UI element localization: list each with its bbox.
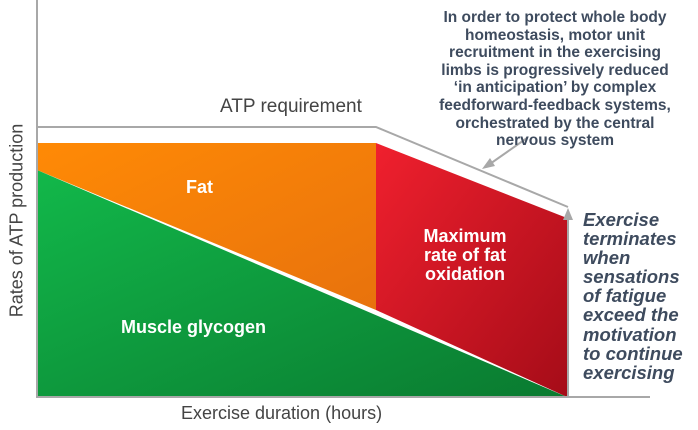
- fat-label: Fat: [186, 177, 213, 197]
- fat-region: [37, 143, 376, 310]
- max-fat-oxidation-region: [376, 143, 567, 397]
- annotation-line: sensations: [583, 266, 680, 288]
- atp-requirement-label: ATP requirement: [220, 96, 362, 117]
- annotation-line: orchestrated by the central: [455, 114, 655, 132]
- annotation-line: of fatigue: [583, 285, 667, 307]
- max-fat-line: oxidation: [425, 264, 505, 284]
- annotation-arrowhead-icon: [482, 158, 495, 169]
- annotation-line: when: [583, 247, 631, 269]
- annotation-line: motivation: [583, 323, 677, 345]
- annotation-line: exercising: [583, 361, 675, 383]
- annotation-line: nervous system: [495, 132, 615, 150]
- max-fat-line: rate of fat: [423, 245, 506, 265]
- annotation-line: ‘in anticipation’ by complex: [453, 79, 657, 97]
- motor-unit-annotation: In order to protect whole body homeostas…: [400, 9, 698, 150]
- muscle-glycogen-region: [37, 170, 567, 397]
- annotation-line: to continue: [583, 342, 683, 364]
- y-axis-label: Rates of ATP production: [6, 123, 27, 318]
- exercise-termination-annotation: Exercise terminates when sensations of f…: [583, 210, 683, 382]
- annotation-arrow: [486, 137, 528, 167]
- annotation-line: terminates: [583, 228, 677, 250]
- annotation-line: exceed the: [583, 304, 679, 326]
- x-axis-label: Exercise duration (hours): [181, 403, 383, 423]
- max-fat-oxidation-label: Maximum rate of fat oxidation: [405, 227, 525, 284]
- muscle-glycogen-label: Muscle glycogen: [121, 317, 267, 337]
- annotation-line: limbs is progressively reduced: [441, 61, 669, 79]
- max-fat-line: Maximum: [423, 226, 507, 246]
- annotation-line: In order to protect whole body: [443, 9, 667, 26]
- annotation-line: feedforward-feedback systems,: [439, 96, 671, 114]
- annotation-line: Exercise: [583, 209, 660, 230]
- annotation-line: homeostasis, motor unit: [465, 26, 645, 44]
- annotation-line: recruitment in the exercising: [449, 44, 661, 62]
- atp-requirement-line: [37, 126, 569, 208]
- termination-arrowhead-icon: [563, 208, 573, 220]
